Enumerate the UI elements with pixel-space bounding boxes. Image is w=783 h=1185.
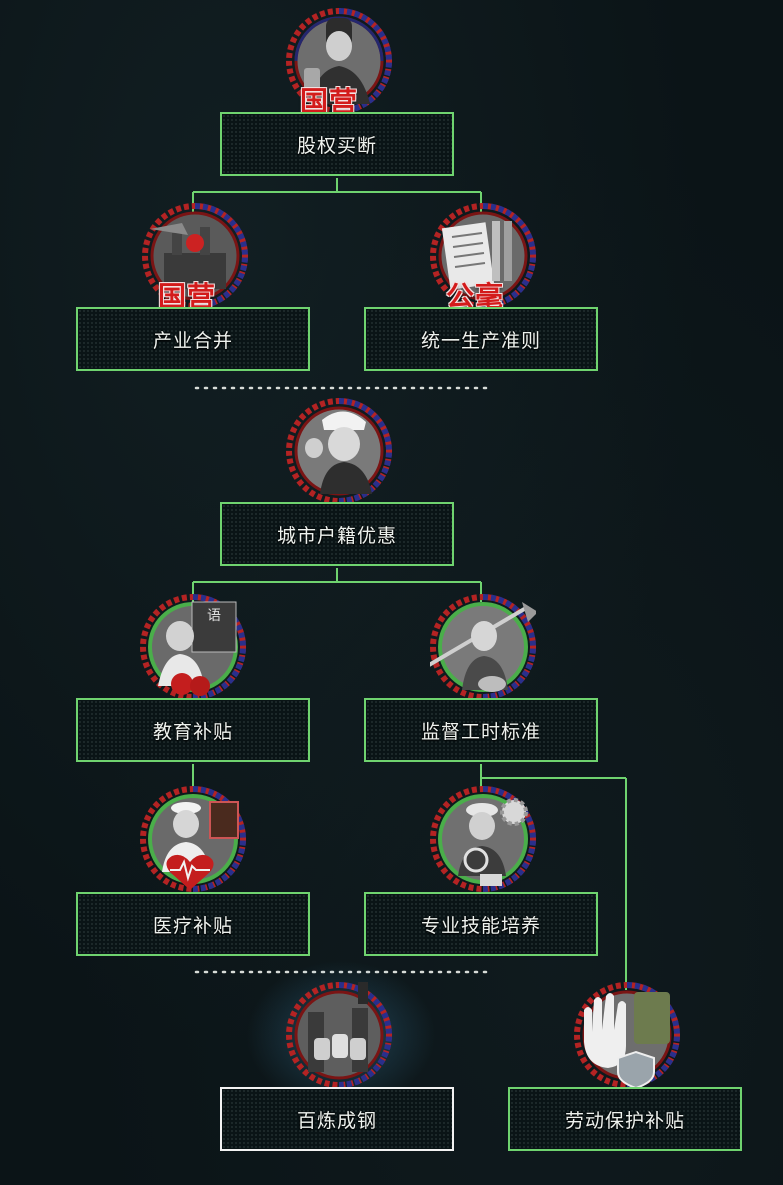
focus-tempered-steel[interactable]: 百炼成钢: [220, 1087, 454, 1151]
svg-text:语: 语: [207, 608, 221, 624]
work-glove-shield-icon[interactable]: [574, 982, 680, 1088]
focus-medical-subsidy[interactable]: 医疗补贴: [76, 892, 310, 956]
school-student-icon[interactable]: 语: [140, 594, 246, 700]
focus-label: 城市户籍优惠: [276, 524, 397, 547]
focus-label: 专业技能培养: [420, 914, 541, 937]
focus-label: 教育补贴: [152, 720, 233, 743]
focus-label: 股权买断: [296, 134, 377, 157]
steel-mill-fists-icon[interactable]: [286, 982, 392, 1088]
focus-share-buyout[interactable]: 股权买断: [220, 112, 454, 176]
focus-industry-merger[interactable]: 产业合并: [76, 307, 310, 371]
nurse-heart-icon[interactable]: [140, 786, 246, 892]
focus-work-hour-standard[interactable]: 监督工时标准: [364, 698, 598, 762]
focus-professional-skills[interactable]: 专业技能培养: [364, 892, 598, 956]
focus-label: 百炼成钢: [296, 1109, 377, 1132]
state-enterprise-official-icon[interactable]: [286, 8, 392, 114]
focus-urban-hukou-benefits[interactable]: 城市户籍优惠: [220, 502, 454, 566]
state-factory-icon[interactable]: [142, 203, 248, 309]
focus-labor-protection-subsidy[interactable]: 劳动保护补贴: [508, 1087, 742, 1151]
focus-label: 统一生产准则: [420, 329, 541, 352]
production-rules-document-icon[interactable]: [430, 203, 536, 309]
focus-education-subsidy[interactable]: 教育补贴: [76, 698, 310, 762]
female-worker-shovel-icon[interactable]: [430, 594, 536, 700]
focus-label: 监督工时标准: [420, 720, 541, 743]
skilled-worker-gear-icon[interactable]: [430, 786, 536, 892]
urban-worker-family-icon[interactable]: [286, 398, 392, 504]
focus-label: 医疗补贴: [152, 914, 233, 937]
focus-label: 产业合并: [152, 329, 233, 352]
focus-unified-production-rules[interactable]: 统一生产准则: [364, 307, 598, 371]
focus-label: 劳动保护补贴: [564, 1109, 685, 1132]
